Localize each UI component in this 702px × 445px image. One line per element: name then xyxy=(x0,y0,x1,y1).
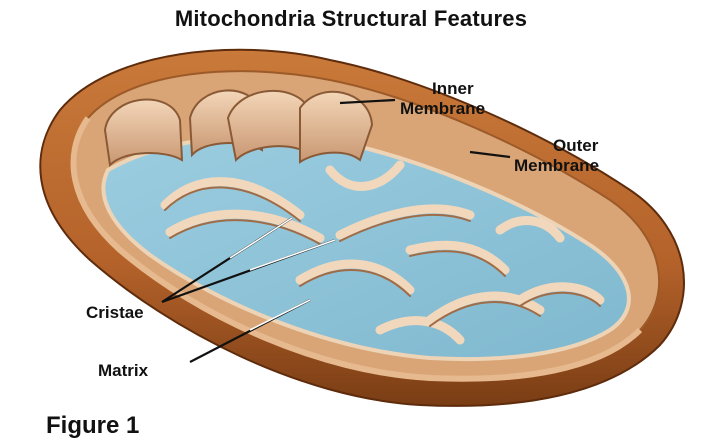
inner-membrane-label-line2: Membrane xyxy=(400,99,485,118)
outer-membrane-label-line1: Outer xyxy=(553,136,599,155)
outer-membrane-label-line2: Membrane xyxy=(514,156,599,175)
inner-membrane-label-line1: Inner xyxy=(432,79,474,98)
figure-caption: Figure 1 xyxy=(46,412,139,440)
cristae-label: Cristae xyxy=(86,303,144,322)
matrix-label: Matrix xyxy=(98,361,149,380)
